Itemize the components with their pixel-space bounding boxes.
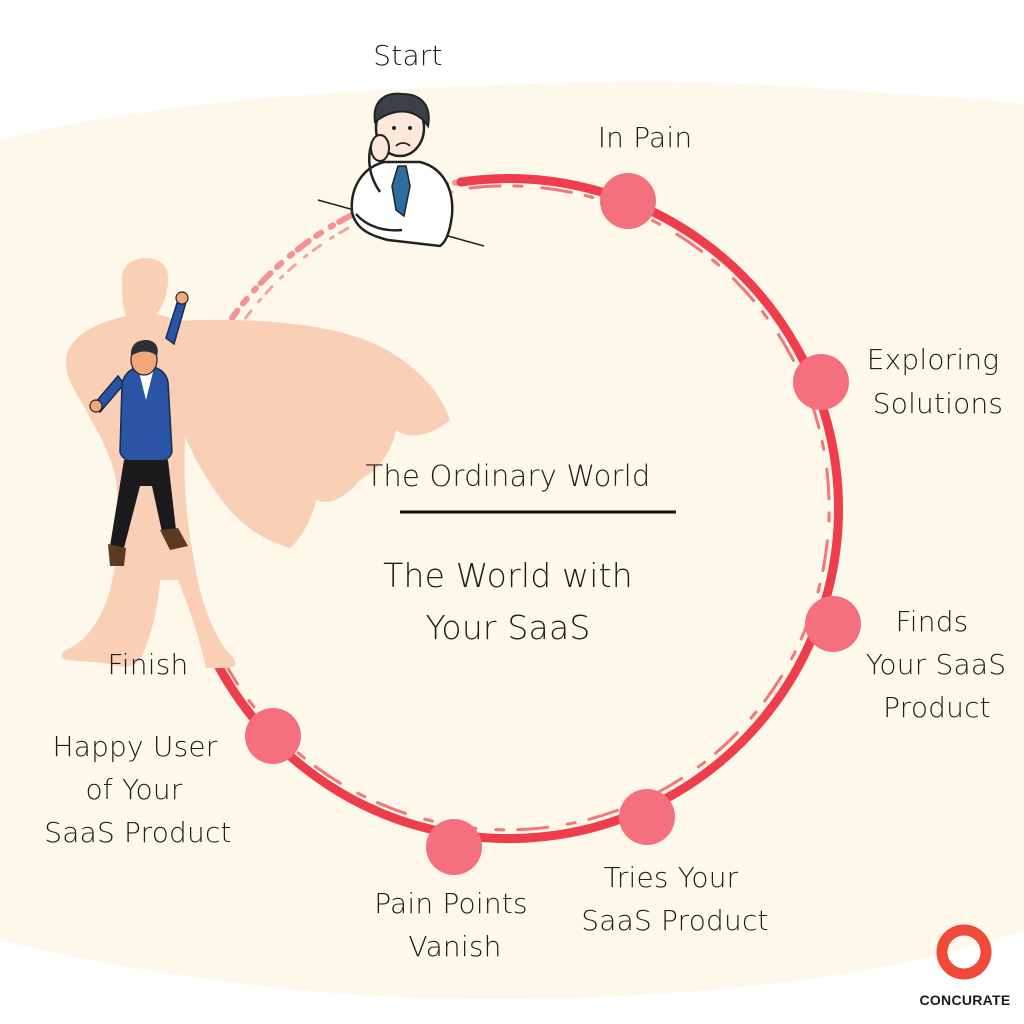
label-line: Finds — [895, 605, 969, 638]
label-line: SaaS Product — [44, 816, 232, 849]
concurate-ring-logo-icon — [936, 924, 992, 980]
node-happy-user — [245, 708, 301, 764]
label-line: Solutions — [872, 387, 1004, 420]
node-tries-your-saas-product — [619, 789, 675, 845]
label-line: Exploring — [866, 343, 1000, 376]
label-in-pain: In Pain — [597, 121, 693, 154]
label-line: Product — [883, 691, 991, 724]
superhero-businessman-icon — [61, 258, 450, 668]
label-line: Happy User — [52, 730, 218, 763]
label-line: Pain Points — [374, 887, 528, 920]
node-in-pain — [600, 173, 656, 229]
center-saas-world-line-1: The World with — [383, 556, 633, 595]
label-line: SaaS Product — [581, 904, 769, 937]
journey-nodes — [245, 173, 861, 875]
label-line: Tries Your — [603, 861, 739, 894]
ring-solid — [175, 174, 843, 844]
label-start: Start — [373, 39, 443, 72]
center-saas-world-line-2: Your SaaS — [425, 608, 591, 647]
label-line: Your SaaS — [865, 648, 1007, 681]
worried-businessman-icon — [317, 92, 485, 248]
label-line: of Your — [85, 773, 183, 806]
node-finds-your-saas-product — [805, 596, 861, 652]
label-finish: Finish — [107, 648, 189, 681]
node-pain-points-vanish — [426, 819, 482, 875]
node-exploring-solutions — [793, 354, 849, 410]
label-line: Vanish — [408, 930, 502, 963]
center-ordinary-world: The Ordinary World — [365, 459, 651, 493]
brand-name: CONCURATE — [919, 992, 1011, 1008]
ring-solid-texture — [184, 184, 831, 832]
